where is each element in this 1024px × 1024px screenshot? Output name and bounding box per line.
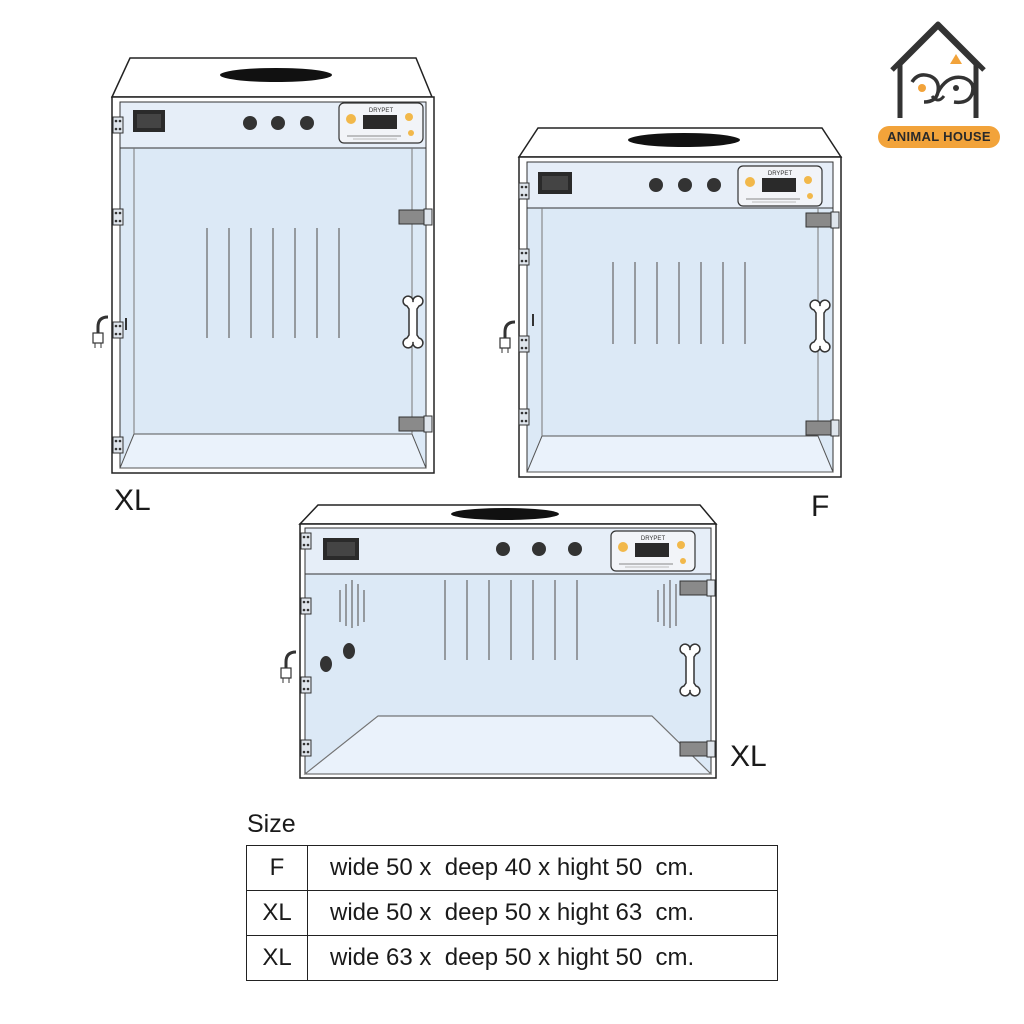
cabinet-f: [498, 127, 843, 478]
table-row: XL wide 50 x deep 50 x hight 63 cm.: [246, 890, 778, 936]
cabinet-xl-tall: [91, 57, 435, 474]
size-code: F: [246, 845, 308, 891]
cabinet-xl-wide: [279, 504, 718, 779]
size-code: XL: [246, 890, 308, 936]
cabinet-2-size-label: F: [811, 490, 830, 523]
table-row: XL wide 63 x deep 50 x hight 50 cm.: [246, 935, 778, 981]
size-dimensions: wide 50 x deep 50 x hight 63 cm.: [307, 890, 778, 936]
size-table-title: Size: [247, 810, 296, 838]
cabinet-3-size-label: XL: [730, 740, 767, 773]
house-with-cat-and-dog-icon: [890, 21, 986, 118]
size-dimensions: wide 50 x deep 40 x hight 50 cm.: [307, 845, 778, 891]
size-code: XL: [246, 935, 308, 981]
animal-house-logo: ANIMAL HOUSE: [872, 18, 1004, 152]
size-dimensions: wide 63 x deep 50 x hight 50 cm.: [307, 935, 778, 981]
logo-badge: ANIMAL HOUSE: [878, 126, 1000, 148]
table-row: F wide 50 x deep 40 x hight 50 cm.: [246, 845, 778, 891]
cabinet-1-size-label: XL: [114, 484, 151, 517]
size-table: F wide 50 x deep 40 x hight 50 cm. XL wi…: [246, 845, 778, 981]
